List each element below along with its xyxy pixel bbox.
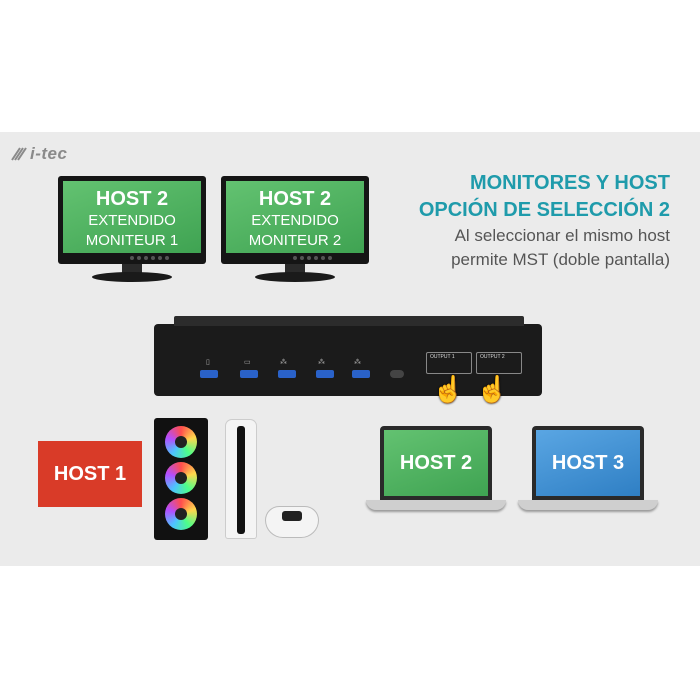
monitor-neck	[285, 264, 305, 274]
usb-port-icon	[240, 370, 258, 378]
output-2-label: OUTPUT 2	[480, 354, 505, 360]
usb-port-icon	[316, 370, 334, 378]
usb-c-port-icon	[390, 370, 404, 378]
laptop-display: HOST 2	[384, 430, 488, 496]
monitor-base	[255, 272, 335, 282]
monitor-line-1: EXTENDIDO	[88, 212, 176, 229]
headline-subtitle-1: Al seleccionar el mismo host	[454, 226, 670, 245]
monitor-buttons	[130, 256, 169, 260]
usb-speed-icon: ⁂	[354, 359, 361, 366]
headline-subtitle-2: permite MST (doble pantalla)	[451, 250, 670, 269]
laptop-lid: HOST 2	[380, 426, 492, 500]
laptop-display: HOST 3	[536, 430, 640, 496]
usb-port-icon	[278, 370, 296, 378]
gamepad-icon	[266, 507, 318, 537]
laptop-deck	[518, 500, 658, 510]
usb-port-icon	[352, 370, 370, 378]
monitor-line-1: EXTENDIDO	[251, 212, 339, 229]
kvm-top	[174, 316, 524, 326]
monitor-bezel: HOST 2 EXTENDIDO MONITEUR 2	[221, 176, 369, 264]
rgb-fan-icon	[165, 426, 197, 458]
logo-mark-icon	[11, 147, 27, 161]
output-2-selector[interactable]: OUTPUT 2	[476, 352, 522, 374]
kvm-switch: ▯ ▭ ⁂ ⁂ ⁂ OUTPUT 1 OUTPUT 2	[154, 316, 542, 396]
monitor-title: HOST 2	[95, 188, 169, 210]
usb-speed-icon: ⁂	[280, 359, 287, 366]
monitor-display: HOST 2 EXTENDIDO MONITEUR 2	[226, 181, 364, 253]
game-console-icon	[226, 420, 256, 538]
monitor-display: HOST 2 EXTENDIDO MONITEUR 1	[63, 181, 201, 253]
monitor-base	[92, 272, 172, 282]
host-1-label: HOST 1	[38, 441, 142, 507]
rgb-fan-icon	[165, 462, 197, 494]
monitor-title: HOST 2	[258, 188, 332, 210]
hand-pointer-icon: ☝	[476, 374, 509, 404]
brand-logo: i-tec	[10, 144, 67, 164]
output-1-label: OUTPUT 1	[430, 354, 455, 360]
keyboard-icon: ▭	[244, 359, 251, 366]
usb-port-icon	[200, 370, 218, 378]
monitor-line-2: MONITEUR 1	[85, 232, 179, 249]
pc-tower-icon	[154, 418, 208, 540]
output-1-selector[interactable]: OUTPUT 1	[426, 352, 472, 374]
logo-text: i-tec	[30, 144, 68, 163]
monitor-neck	[122, 264, 142, 274]
mouse-icon: ▯	[206, 359, 210, 366]
monitor-buttons	[293, 256, 332, 260]
rgb-fan-icon	[165, 498, 197, 530]
hand-pointer-icon: ☝	[432, 374, 465, 404]
headline-title-2: OPCIÓN DE SELECCIÓN 2	[418, 199, 670, 221]
monitor-line-2: MONITEUR 2	[248, 232, 342, 249]
headline: MONITORES Y HOST OPCIÓN DE SELECCIÓN 2 A…	[419, 170, 670, 272]
monitor-bezel: HOST 2 EXTENDIDO MONITEUR 1	[58, 176, 206, 264]
usb-speed-icon: ⁂	[318, 359, 325, 366]
headline-title-1: MONITORES Y HOST	[469, 172, 670, 194]
monitor-1: HOST 2 EXTENDIDO MONITEUR 1	[58, 176, 206, 286]
monitor-2: HOST 2 EXTENDIDO MONITEUR 2	[221, 176, 369, 286]
laptop-deck	[366, 500, 506, 510]
laptop-lid: HOST 3	[532, 426, 644, 500]
